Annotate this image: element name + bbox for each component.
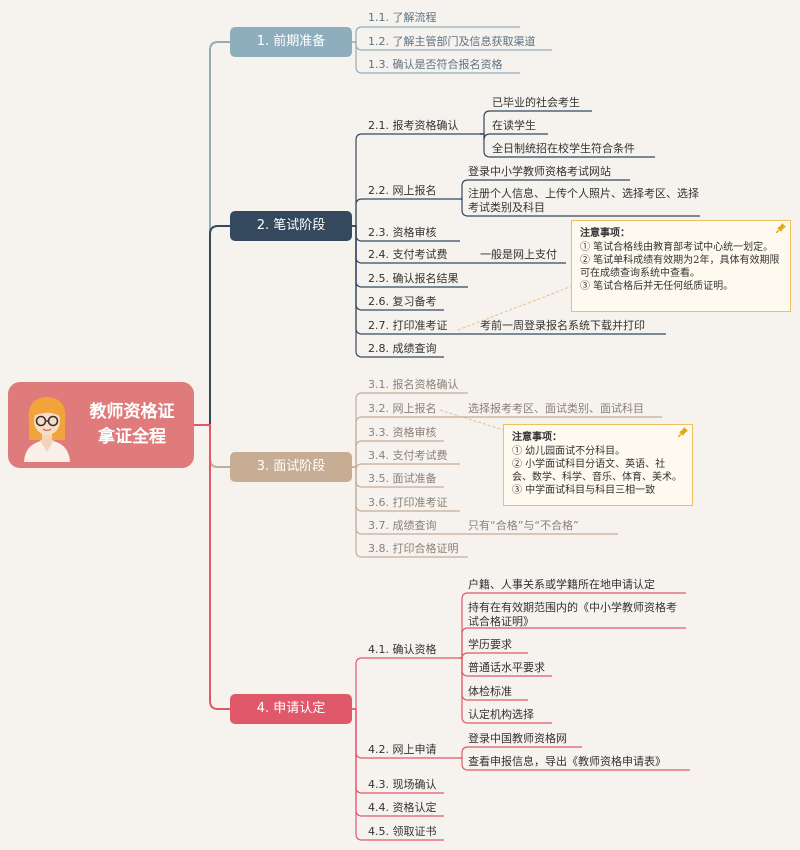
note-interview: 注意事项： ① 幼儿园面试不分科目。 ② 小学面试科目分语文、英语、社会、数学、… bbox=[503, 424, 693, 506]
note-title: 注意事项： bbox=[512, 432, 562, 443]
root-title-line2: 拿证全程 bbox=[98, 427, 166, 447]
root-title-line1: 教师资格证 bbox=[89, 402, 175, 422]
item-2-8[interactable]: 2.8. 成绩查询 bbox=[368, 342, 437, 355]
item-3-2-a[interactable]: 选择报考考区、面试类别、面试科目 bbox=[468, 402, 644, 415]
item-1-1[interactable]: 1.1. 了解流程 bbox=[368, 11, 437, 24]
pin-icon bbox=[776, 223, 786, 233]
item-2-6[interactable]: 2.6. 复习备考 bbox=[368, 295, 437, 308]
root-title: 教师资格证 拿证全程 bbox=[74, 400, 190, 450]
item-4-1[interactable]: 4.1. 确认资格 bbox=[368, 643, 437, 656]
teacher-avatar-icon bbox=[24, 397, 70, 462]
note-written-exam: 注意事项： ① 笔试合格线由教育部考试中心统一划定。 ② 笔试单科成绩有效期为2… bbox=[571, 220, 791, 312]
item-2-3[interactable]: 2.3. 资格审核 bbox=[368, 226, 437, 239]
item-2-2[interactable]: 2.2. 网上报名 bbox=[368, 184, 437, 197]
item-3-3[interactable]: 3.3. 资格审核 bbox=[368, 426, 437, 439]
item-4-1-e[interactable]: 体检标准 bbox=[468, 685, 512, 698]
item-3-7-a[interactable]: 只有“合格”与“不合格” bbox=[468, 519, 579, 532]
item-4-2-b[interactable]: 查看申报信息，导出《教师资格申请表》 bbox=[468, 755, 666, 768]
branch-3-interview[interactable]: 3. 面试阶段 bbox=[230, 452, 352, 482]
item-2-4-a[interactable]: 一般是网上支付 bbox=[480, 248, 557, 261]
item-4-1-a[interactable]: 户籍、人事关系或学籍所在地申请认定 bbox=[468, 578, 655, 591]
item-4-1-b[interactable]: 持有在有效期范围内的《中小学教师资格考试合格证明》 bbox=[468, 601, 677, 628]
note-line: ③ 中学面试科目与科目三相一致 bbox=[512, 485, 656, 496]
item-4-1-d[interactable]: 普通话水平要求 bbox=[468, 661, 545, 674]
item-2-7[interactable]: 2.7. 打印准考证 bbox=[368, 319, 448, 332]
branch-1-prep[interactable]: 1. 前期准备 bbox=[230, 27, 352, 57]
item-3-1[interactable]: 3.1. 报名资格确认 bbox=[368, 378, 459, 391]
note-line: ② 小学面试科目分语文、英语、社会、数学、科学、音乐、体育、美术。 bbox=[512, 459, 682, 483]
item-2-4[interactable]: 2.4. 支付考试费 bbox=[368, 248, 448, 261]
item-2-1-b[interactable]: 在读学生 bbox=[492, 119, 536, 132]
root-node[interactable]: 教师资格证 拿证全程 bbox=[8, 382, 194, 468]
item-2-5[interactable]: 2.5. 确认报名结果 bbox=[368, 272, 459, 285]
item-4-1-c[interactable]: 学历要求 bbox=[468, 638, 512, 651]
item-4-2-a[interactable]: 登录中国教师资格网 bbox=[468, 732, 567, 745]
item-3-2[interactable]: 3.2. 网上报名 bbox=[368, 402, 437, 415]
item-3-7[interactable]: 3.7. 成绩查询 bbox=[368, 519, 437, 532]
item-2-1[interactable]: 2.1. 报考资格确认 bbox=[368, 119, 459, 132]
note-line: ① 幼儿园面试不分科目。 bbox=[512, 446, 626, 457]
item-2-1-a[interactable]: 已毕业的社会考生 bbox=[492, 96, 580, 109]
note-line: ① 笔试合格线由教育部考试中心统一划定。 bbox=[580, 242, 774, 253]
item-2-1-c[interactable]: 全日制统招在校学生符合条件 bbox=[492, 142, 635, 155]
item-1-2[interactable]: 1.2. 了解主管部门及信息获取渠道 bbox=[368, 35, 536, 48]
item-2-2-a[interactable]: 登录中小学教师资格考试网站 bbox=[468, 165, 611, 178]
note-line: ② 笔试单科成绩有效期为2年，具体有效期限可在成绩查询系统中查看。 bbox=[580, 255, 780, 279]
item-3-5[interactable]: 3.5. 面试准备 bbox=[368, 472, 437, 485]
item-3-8[interactable]: 3.8. 打印合格证明 bbox=[368, 542, 459, 555]
item-3-4[interactable]: 3.4. 支付考试费 bbox=[368, 449, 448, 462]
note-line: ③ 笔试合格后并无任何纸质证明。 bbox=[580, 281, 734, 292]
item-3-6[interactable]: 3.6. 打印准考证 bbox=[368, 496, 448, 509]
item-2-2-b[interactable]: 注册个人信息、上传个人照片、选择考区、选择考试类别及科目 bbox=[468, 187, 699, 214]
branch-4-certification[interactable]: 4. 申请认定 bbox=[230, 694, 352, 724]
item-4-2[interactable]: 4.2. 网上申请 bbox=[368, 743, 437, 756]
item-4-3[interactable]: 4.3. 现场确认 bbox=[368, 778, 437, 791]
note-title: 注意事项： bbox=[580, 228, 630, 239]
item-4-5[interactable]: 4.5. 领取证书 bbox=[368, 825, 437, 838]
branch-2-written-exam[interactable]: 2. 笔试阶段 bbox=[230, 211, 352, 241]
item-4-4[interactable]: 4.4. 资格认定 bbox=[368, 801, 437, 814]
item-4-1-f[interactable]: 认定机构选择 bbox=[468, 708, 534, 721]
item-2-7-a[interactable]: 考前一周登录报名系统下载并打印 bbox=[480, 319, 645, 332]
pin-icon bbox=[678, 427, 688, 437]
item-1-3[interactable]: 1.3. 确认是否符合报名资格 bbox=[368, 58, 503, 71]
